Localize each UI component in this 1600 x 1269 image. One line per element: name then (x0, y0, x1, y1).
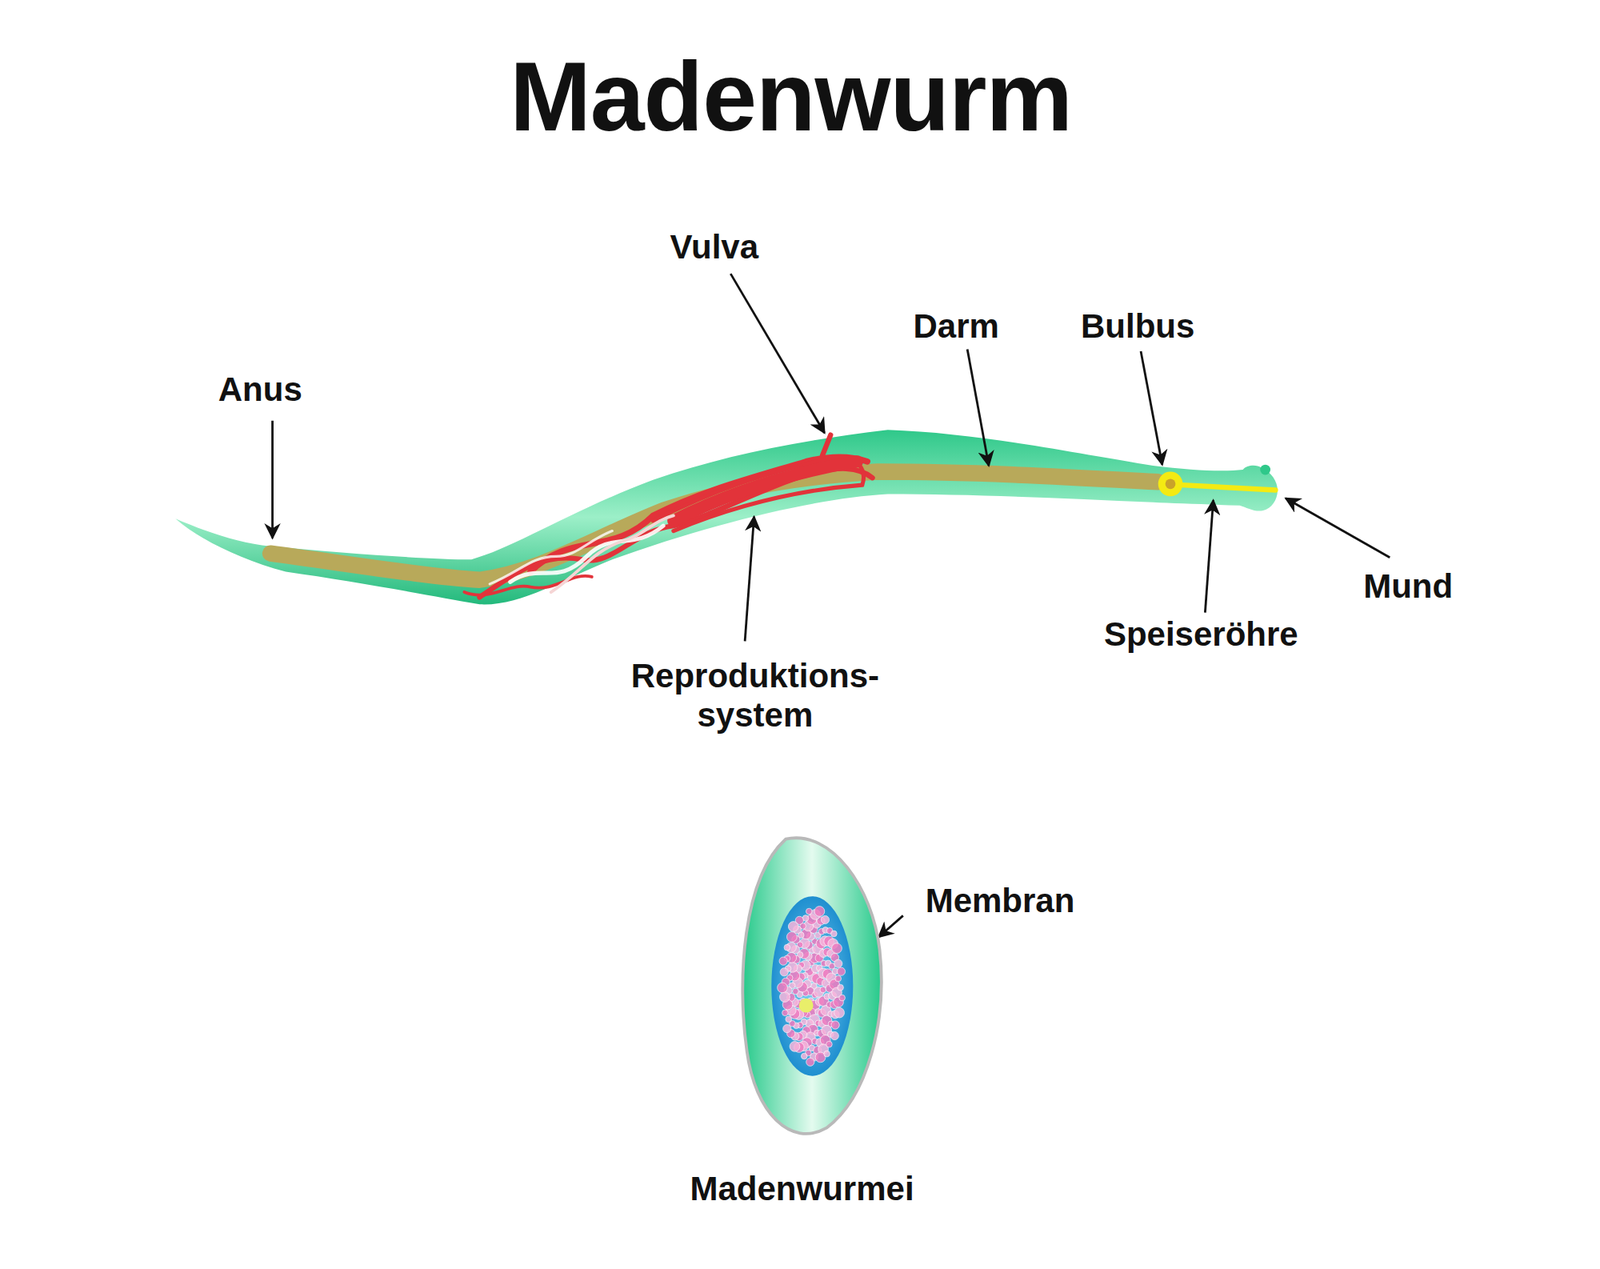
egg-cell (788, 921, 799, 932)
egg-nucleus (799, 998, 814, 1013)
egg-cell (779, 956, 788, 965)
part-label: Vulva (670, 227, 760, 268)
egg-cell (786, 932, 797, 943)
part-label: Anus (218, 369, 303, 410)
egg-membrane (742, 837, 881, 1134)
egg-cell (820, 986, 827, 993)
part-label: Darm (912, 306, 999, 347)
egg-cell (789, 1041, 800, 1052)
egg-cell (834, 1007, 845, 1018)
egg-cell (806, 1057, 815, 1066)
egg-cell (777, 982, 788, 993)
egg-embryo (771, 896, 853, 1076)
bulbus (1158, 472, 1184, 497)
reproductive-system (464, 435, 872, 598)
oesophagus (1181, 484, 1276, 490)
egg-cell (814, 906, 825, 917)
egg-cell (783, 1024, 792, 1033)
egg-cell (785, 1016, 792, 1023)
egg-cell (831, 1020, 840, 1029)
egg-cell (800, 1052, 808, 1060)
egg-cells (777, 906, 846, 1067)
vulva (822, 435, 831, 456)
bulbus-core (1165, 478, 1176, 489)
part-label: Mund (1363, 567, 1453, 608)
part-label: Reproduktions- system (631, 656, 880, 736)
egg-cell (835, 975, 842, 982)
egg-cell (780, 968, 788, 976)
egg-cell (826, 1040, 833, 1048)
egg-cell (784, 944, 791, 951)
egg-cell (832, 943, 843, 954)
leader-lines (272, 273, 1391, 937)
part-label: Membran (925, 880, 1076, 921)
egg-cell (792, 988, 800, 995)
egg-cell (834, 959, 843, 968)
egg-cell (782, 1009, 789, 1016)
egg-cell (831, 930, 838, 937)
egg-cell (839, 994, 846, 1001)
worm-body (175, 429, 1278, 604)
egg-cell (837, 984, 844, 991)
diagram-title: Madenwurm (509, 40, 1072, 156)
egg-cell (836, 967, 845, 976)
egg-cell (830, 1031, 839, 1040)
egg-cell (824, 1050, 831, 1057)
part-label: Speiseröhre (1104, 615, 1299, 656)
figure-label: Madenwurmei (690, 1168, 915, 1209)
mouth-knob (1260, 464, 1271, 476)
egg-cell (805, 908, 812, 915)
egg-cell (780, 992, 791, 1003)
egg-cell (820, 915, 829, 924)
part-label: Bulbus (1080, 306, 1195, 347)
